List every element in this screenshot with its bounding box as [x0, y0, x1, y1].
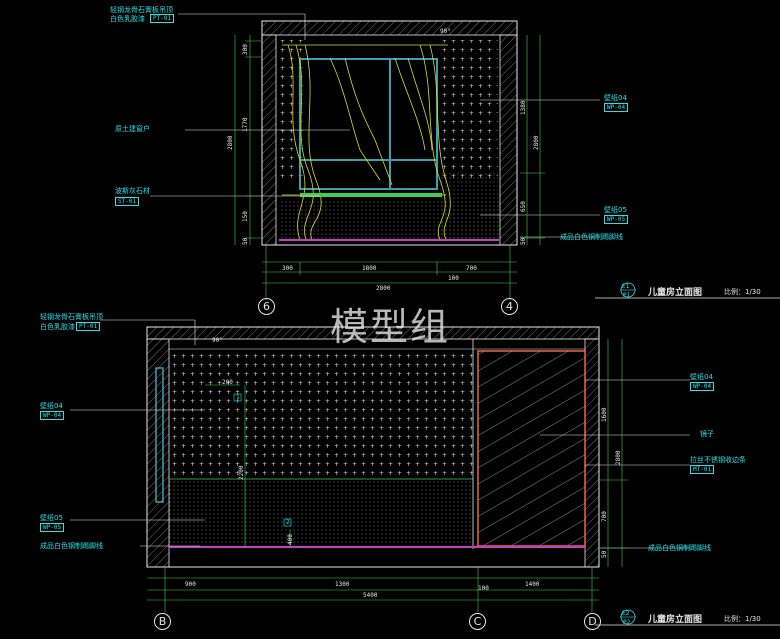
- dim-bottom-100: 100: [448, 275, 459, 282]
- dim-right-1380: 1380: [520, 100, 527, 115]
- dim-b-1300: 1300: [335, 581, 350, 588]
- title-tag-sub-bottom: P2: [623, 619, 631, 626]
- dim-left-300: 300: [242, 44, 249, 55]
- dim-b-inner-400: 400: [287, 534, 294, 545]
- title-tag-sub-top: P1: [623, 292, 631, 299]
- grid-axis-d: D: [584, 613, 601, 630]
- callout-ceiling: 轻钢龙骨石膏板吊顶: [110, 6, 173, 14]
- grid-axis-b: B: [154, 613, 171, 630]
- top-elevation: [150, 13, 780, 300]
- callout-latex-b: 白色乳胶漆: [40, 323, 75, 331]
- grid-axis-c: C: [469, 613, 486, 630]
- code-stone: ST-01: [115, 197, 140, 206]
- bottom-elevation: [70, 319, 780, 626]
- dim-bottom-700: 700: [466, 265, 477, 272]
- dim-right-650: 650: [520, 201, 527, 212]
- dim-bottom-1800: 1800: [362, 265, 377, 272]
- dim-b-right-50: 50: [601, 550, 608, 558]
- dim-b-inner-200: 200: [222, 379, 233, 386]
- dim-b-right-2800: 2800: [615, 450, 622, 465]
- watermark: 模型组: [330, 305, 451, 349]
- grid-axis-6: 6: [258, 298, 275, 315]
- callout-skirting-r: 成品白色钢制踢脚线: [648, 544, 711, 552]
- callout-window: 原土建窗户: [115, 125, 150, 133]
- scale-bottom: 比例：1/30: [724, 615, 761, 623]
- code-latex-paint: PT-01: [150, 14, 175, 23]
- dim-b-900: 900: [185, 581, 196, 588]
- dim-right-2800: 2800: [533, 135, 540, 150]
- code-wallpaper-04-b: WP-04: [40, 411, 65, 420]
- callout-wallpaper-05-b: 壁纸05: [40, 514, 63, 522]
- code-steel-trim: MT-01: [690, 465, 715, 474]
- dim-b-1400: 1400: [525, 581, 540, 588]
- marker-1: 1: [236, 394, 240, 401]
- dim-left-150: 150: [242, 211, 249, 222]
- marker-2: 2: [286, 519, 290, 526]
- code-wallpaper-04-r: WP-04: [690, 382, 715, 391]
- title-tag-bottom: E2: [622, 610, 630, 617]
- callout-wallpaper-04-r: 壁纸04: [690, 373, 713, 381]
- angle-bottom: 90°: [212, 337, 223, 344]
- dim-bottom-2800: 2800: [376, 285, 391, 292]
- grid-axis-4: 4: [501, 298, 518, 315]
- callout-wallpaper-05: 壁纸05: [604, 206, 627, 214]
- callout-latex-paint: 白色乳胶漆: [110, 15, 145, 23]
- dim-b-inner-2200: 2200: [238, 465, 245, 480]
- scale-top: 比例：1/30: [724, 288, 761, 296]
- dim-left-1770: 1770: [242, 117, 249, 132]
- callout-wallpaper-04: 壁纸04: [604, 94, 627, 102]
- callout-wallpaper-04-b: 壁纸04: [40, 402, 63, 410]
- callout-stone: 波斯灰石材: [115, 187, 150, 195]
- dim-right-50: 50: [520, 237, 527, 245]
- angle-top: 90°: [440, 28, 451, 35]
- dim-b-right-1600: 1600: [601, 407, 608, 422]
- dim-b-100: 100: [478, 585, 489, 592]
- code-wallpaper-05-b: WP-05: [40, 523, 65, 532]
- callout-mirror: 镜子: [700, 430, 714, 438]
- title-top: 儿童房立面图: [648, 288, 703, 298]
- title-tag-top: E1: [622, 283, 630, 290]
- callout-skirting: 成品白色钢制踢脚线: [560, 233, 623, 241]
- dim-b-5400: 5400: [363, 592, 378, 599]
- dim-b-right-700: 700: [601, 511, 608, 522]
- code-latex-b: PT-01: [76, 322, 101, 331]
- callout-steel-trim: 拉丝不锈钢收边条: [690, 456, 746, 464]
- dim-left-50: 50: [242, 237, 249, 245]
- callout-ceiling-b: 轻钢龙骨石膏板吊顶: [40, 313, 103, 321]
- title-bottom: 儿童房立面图: [648, 615, 703, 625]
- dim-bottom-300: 300: [282, 265, 293, 272]
- code-wallpaper-05: WP-05: [604, 215, 629, 224]
- code-wallpaper-04: WP-04: [604, 103, 629, 112]
- callout-skirting-b: 成品白色钢制踢脚线: [40, 542, 103, 550]
- dim-left-2800: 2800: [227, 135, 234, 150]
